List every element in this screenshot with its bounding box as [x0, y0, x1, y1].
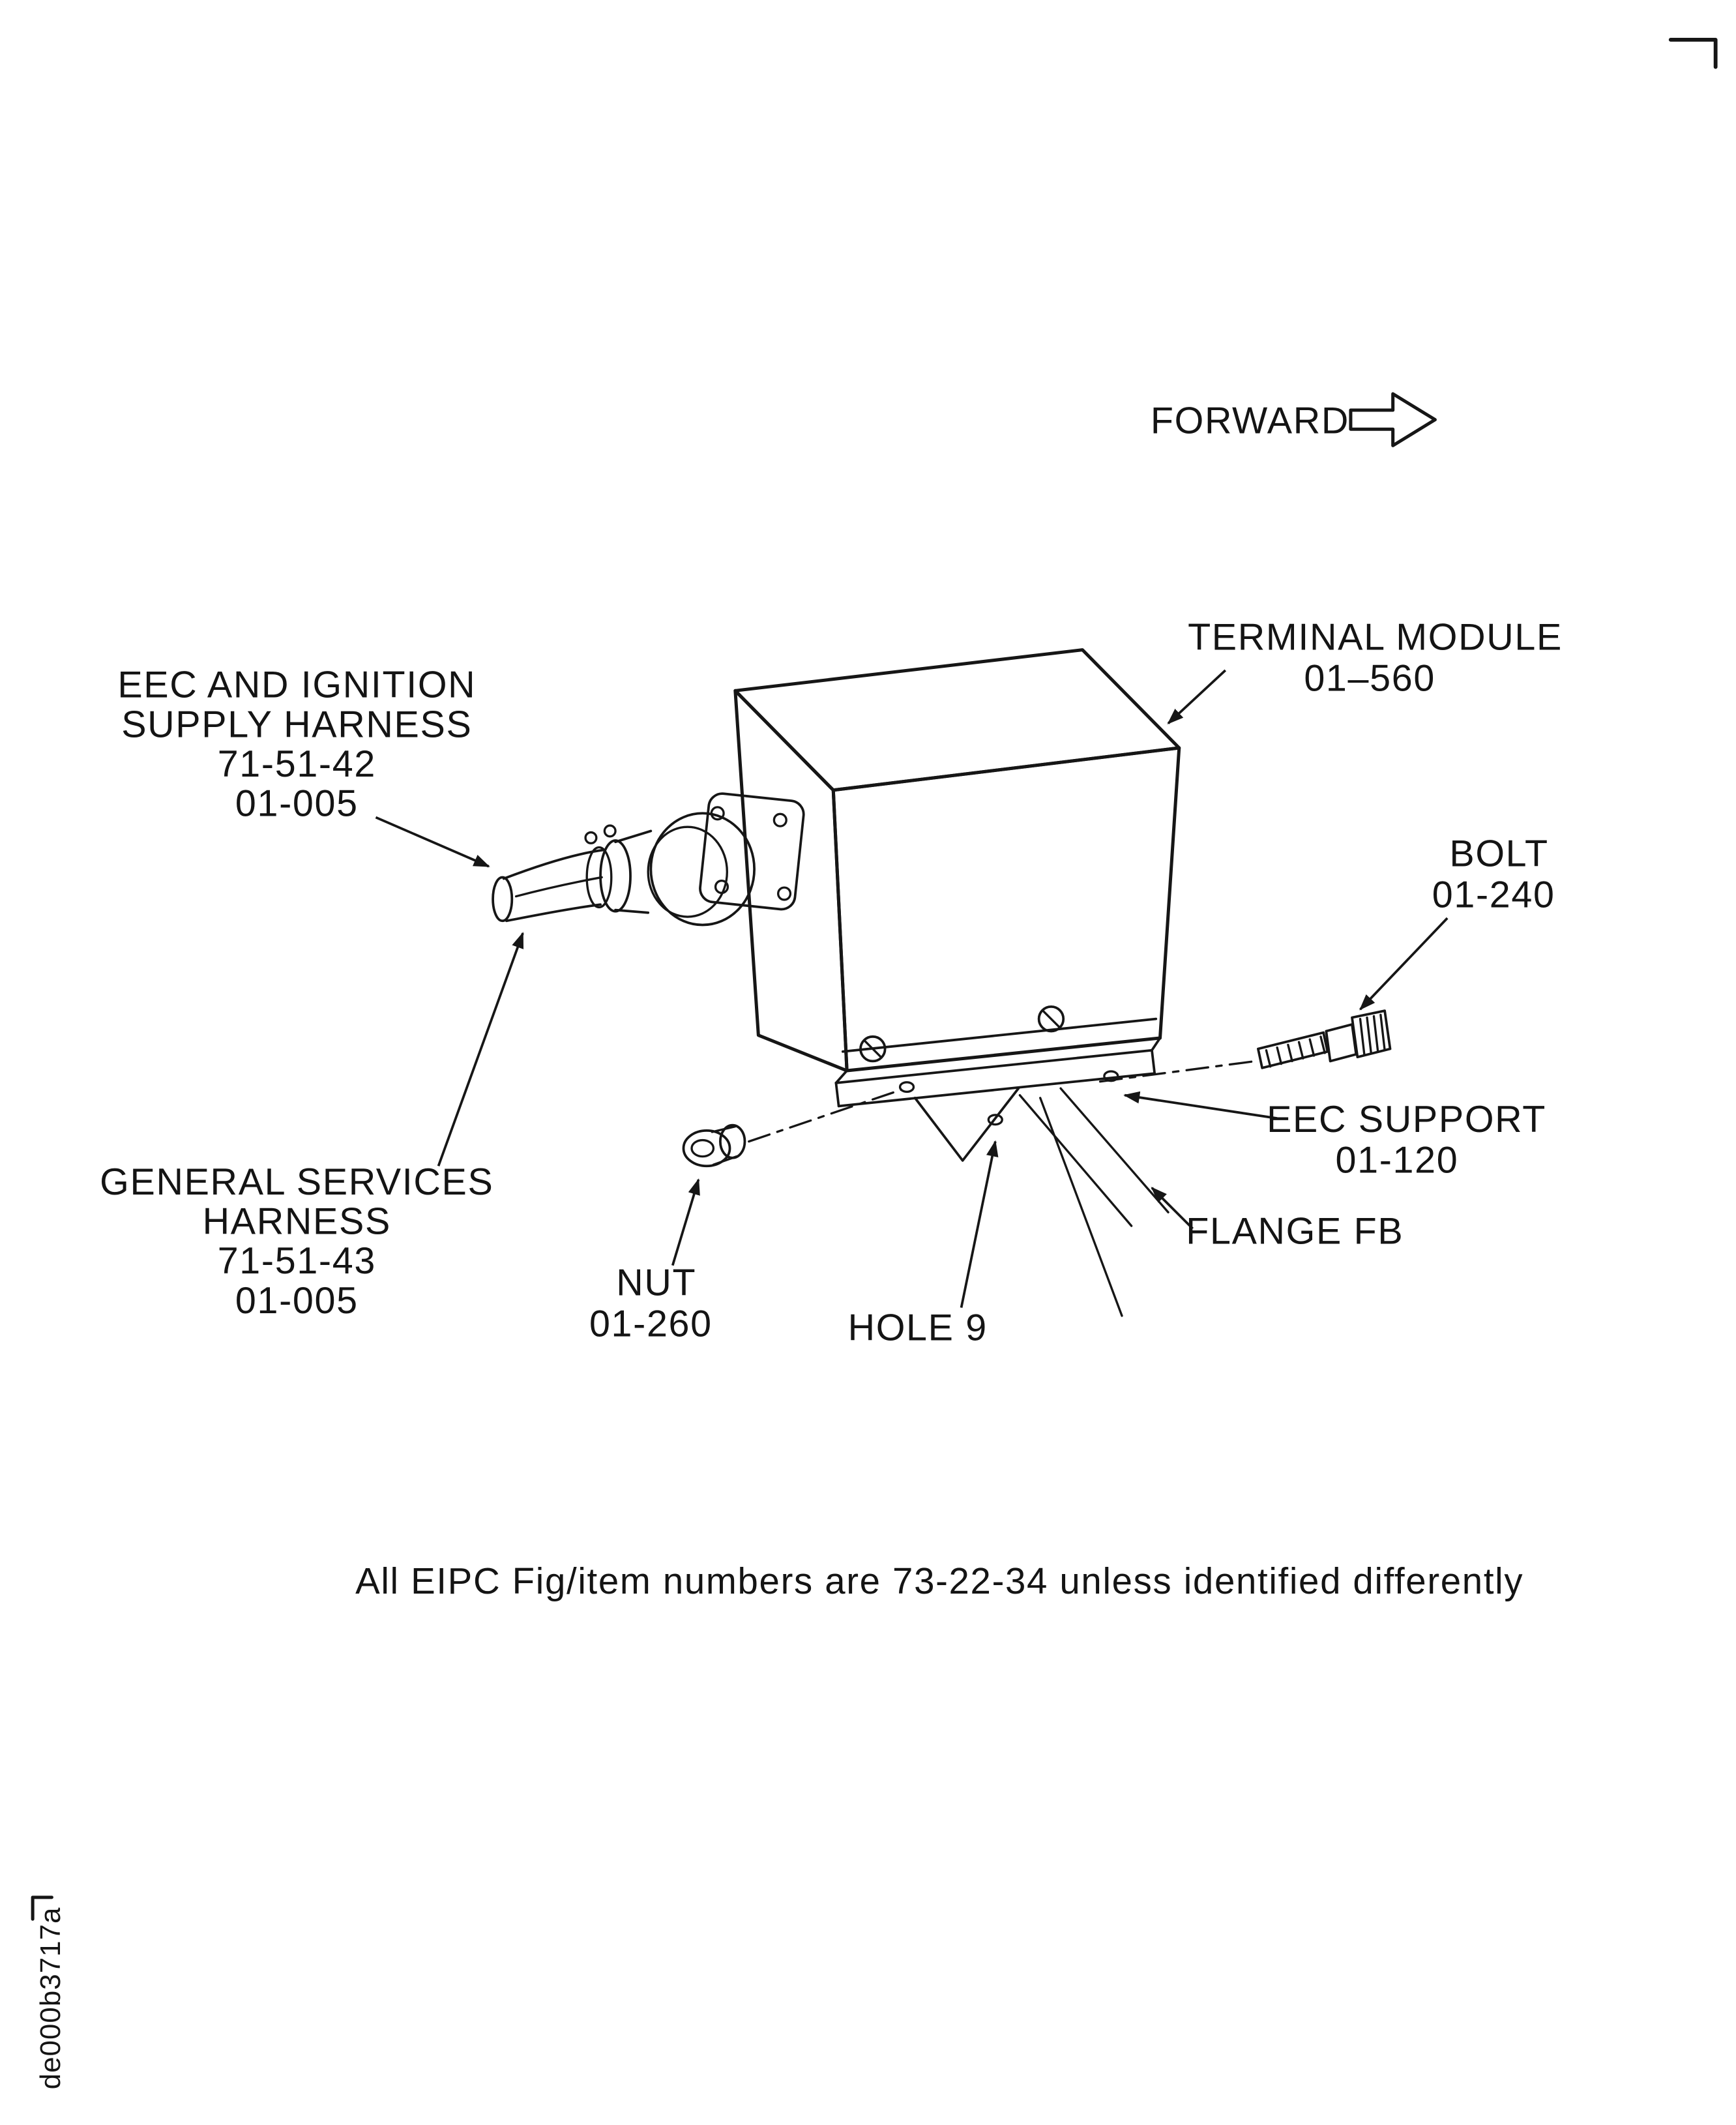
nut-body: [682, 1129, 731, 1168]
gs-harness-chapter: 71-51-43: [218, 1240, 376, 1282]
doc-code: de000b3717a: [35, 1907, 66, 2090]
leader-bolt: [1359, 917, 1449, 1011]
label-bolt: BOLT 01-240: [1432, 833, 1555, 916]
bolt-name: BOLT: [1449, 833, 1548, 875]
eec-support-bracket-drawing: [834, 1005, 1162, 1162]
coupling-ring: [599, 839, 632, 913]
footer-note: All EIPC Fig/item numbers are 73-22-34 u…: [355, 1560, 1523, 1601]
gs-harness-line1: GENERAL SERVICES: [100, 1161, 493, 1203]
terminal-module-drawing: [733, 648, 1181, 1073]
screw-slot: [1042, 1009, 1061, 1028]
doc-code-corner-mark-icon: [31, 1895, 53, 1921]
clamp-screw-icon: [603, 824, 617, 838]
label-hole-9: HOLE 9: [848, 1307, 988, 1349]
hole-9-name: HOLE 9: [848, 1307, 988, 1349]
flange-edge-line-long: [1039, 1097, 1123, 1317]
leader-general-services-harness: [437, 932, 524, 1167]
corner-mark-icon: [1668, 38, 1718, 69]
terminal-module-item: 01–560: [1304, 657, 1435, 699]
bracket-lip-ends: [834, 1048, 1156, 1108]
connector-and-harness-drawing: [492, 792, 805, 927]
eec-harness-line2: SUPPLY HARNESS: [121, 704, 472, 745]
label-general-services-harness: GENERAL SERVICES HARNESS 71-51-43 01-005: [100, 1161, 493, 1322]
box-top-face: [733, 648, 1181, 792]
bolt-drawing: [1098, 1009, 1392, 1083]
terminal-module-name: TERMINAL MODULE: [1188, 617, 1563, 659]
nut-item: 01-260: [589, 1303, 713, 1345]
nut-facet-lines: [711, 1125, 738, 1166]
bolt-threads: [1265, 1035, 1326, 1068]
forward-arrow-icon: [1349, 392, 1437, 447]
cable-end-cap: [492, 876, 514, 923]
nut-name: NUT: [616, 1262, 696, 1304]
box-bottom-fold-line: [841, 1017, 1158, 1053]
flange-edge-line: [1059, 1087, 1170, 1213]
bracket-v-tab: [913, 1087, 1020, 1162]
bracket-lip-bottom: [837, 1072, 1156, 1108]
label-eec-ignition-harness: EEC AND IGNITION SUPPLY HARNESS 71-51-42…: [117, 664, 476, 825]
leader-eec-ignition-harness: [375, 816, 490, 868]
bolt-head-knurl: [1359, 1013, 1386, 1056]
bolt-item: 01-240: [1432, 874, 1555, 915]
forward-label: FORWARD: [1151, 400, 1349, 442]
bolt-collar: [1325, 1023, 1358, 1063]
screw-icon: [859, 1035, 887, 1063]
flange-fb-name: FLANGE FB: [1186, 1210, 1404, 1252]
leader-terminal-module: [1167, 669, 1227, 724]
screw-slot: [863, 1039, 883, 1058]
cable-top-edge: [502, 848, 605, 880]
gs-harness-line2: HARNESS: [203, 1201, 391, 1243]
connector-barrel-face: [647, 825, 728, 918]
label-terminal-module: TERMINAL MODULE 01–560: [1188, 617, 1563, 700]
bracket-lip-top: [834, 1048, 1153, 1084]
eec-support-name: EEC SUPPORT: [1267, 1099, 1546, 1140]
eec-harness-line1: EEC AND IGNITION: [117, 664, 476, 706]
eec-support-item: 01-120: [1336, 1140, 1459, 1181]
bracket-hole-9: [987, 1114, 1003, 1126]
bolt-centerline: [1098, 1060, 1257, 1083]
eec-harness-chapter: 71-51-42: [218, 743, 376, 785]
plate-bolt-icon: [772, 812, 787, 827]
cable-bottom-edge: [505, 903, 602, 923]
nut-bore: [690, 1138, 715, 1158]
label-eec-support: EEC SUPPORT 01-120: [1267, 1099, 1546, 1181]
nut-drawing: [682, 1088, 903, 1168]
bolt-shank: [1257, 1031, 1329, 1069]
gs-harness-item: 01-005: [235, 1280, 359, 1322]
leader-nut: [671, 1178, 700, 1266]
leader-flange-fb: [1151, 1187, 1194, 1230]
connector-flange: [649, 812, 756, 927]
cable-center-line: [514, 876, 603, 898]
bracket-to-box-edges: [834, 1037, 1162, 1084]
eec-harness-item: 01-005: [235, 782, 359, 824]
screw-icon: [1037, 1005, 1065, 1033]
label-flange-fb: FLANGE FB: [1186, 1210, 1404, 1252]
nut-centerline: [748, 1088, 903, 1143]
plate-bolt-icon: [776, 886, 792, 901]
flange-fb-lines: [1018, 1087, 1170, 1317]
connector-plate: [699, 792, 805, 911]
flange-edge-line: [1018, 1093, 1133, 1227]
bolt-head: [1351, 1009, 1392, 1059]
backshell: [585, 846, 613, 909]
clamp-screw-icon: [584, 831, 598, 844]
leader-hole-9: [960, 1140, 999, 1308]
leader-eec-support: [1123, 1091, 1278, 1120]
label-nut: NUT 01-260: [589, 1262, 713, 1345]
bracket-hole: [898, 1081, 915, 1093]
